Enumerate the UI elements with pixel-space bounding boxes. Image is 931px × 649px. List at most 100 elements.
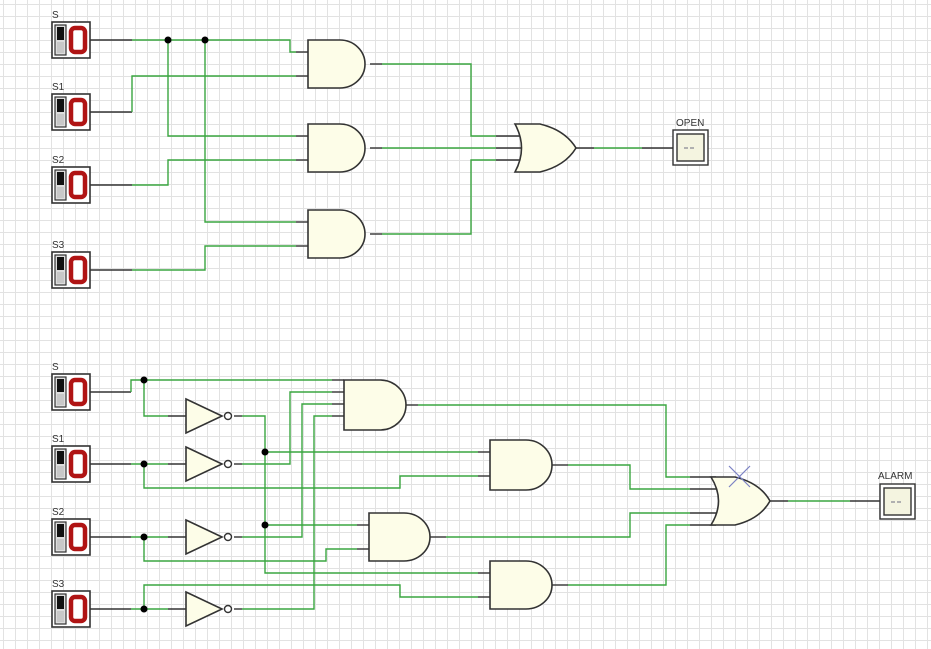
wire[interactable]	[143, 537, 357, 562]
switch-label: S	[52, 10, 59, 21]
wire[interactable]	[568, 524, 690, 586]
switch-label: S2	[52, 155, 65, 166]
and-gate-4-input[interactable]	[343, 379, 407, 431]
toggle-off	[57, 42, 64, 53]
wire[interactable]	[418, 404, 690, 478]
wire[interactable]	[143, 464, 478, 489]
not-gate-body	[185, 397, 224, 435]
not-gate-body	[185, 518, 224, 556]
switch-value-digit-0	[68, 25, 88, 55]
junction-dot	[261, 521, 269, 529]
and-gate[interactable]	[307, 123, 366, 173]
junction-dot	[140, 376, 148, 384]
wire[interactable]	[242, 391, 332, 465]
and-gate[interactable]	[368, 512, 431, 562]
toggle-handle[interactable]	[57, 27, 64, 40]
or-gate-4-input[interactable]	[709, 476, 771, 526]
open-circuit: OPEN	[90, 36, 709, 271]
switch-label: S1	[52, 434, 65, 445]
toggle-off	[57, 272, 64, 283]
switch-value-digit-0	[68, 522, 88, 552]
not-gate[interactable]	[185, 445, 233, 483]
wire[interactable]	[167, 40, 296, 137]
wire[interactable]	[131, 75, 296, 112]
lamp-segment	[891, 501, 895, 503]
wire[interactable]	[568, 464, 690, 490]
junction-dot	[164, 36, 172, 44]
not-gate[interactable]	[185, 518, 233, 556]
toggle-handle[interactable]	[57, 379, 64, 392]
switch-label: S3	[52, 579, 65, 590]
wire[interactable]	[242, 415, 478, 574]
switch-value-digit-0	[68, 170, 88, 200]
toggle-handle[interactable]	[57, 524, 64, 537]
output-alarm[interactable]: ALARM	[878, 471, 916, 520]
not-bubble	[223, 532, 233, 542]
wire[interactable]	[204, 40, 296, 223]
junction-dot	[140, 605, 148, 613]
junction-dot	[140, 533, 148, 541]
not-gate-body	[185, 590, 224, 628]
and-gate[interactable]	[489, 439, 553, 491]
output-open[interactable]: OPEN	[672, 118, 709, 166]
switch-value-digit-0	[68, 377, 88, 407]
alarm-circuit: ALARM	[90, 376, 916, 628]
toggle-handle[interactable]	[57, 99, 64, 112]
wire[interactable]	[143, 380, 168, 417]
not-gate[interactable]	[185, 397, 233, 435]
input-switch-s1[interactable]: S1	[51, 434, 91, 483]
input-switch-s3[interactable]: S3	[51, 240, 91, 289]
wire[interactable]	[242, 403, 332, 538]
switch-label: S	[52, 362, 59, 373]
output-label: OPEN	[676, 118, 704, 129]
input-switch-s[interactable]: S	[51, 362, 91, 411]
toggle-handle[interactable]	[57, 596, 64, 609]
output-label: ALARM	[878, 471, 912, 482]
toggle-off	[57, 187, 64, 198]
switch-value-digit-0	[68, 255, 88, 285]
wire[interactable]	[382, 159, 496, 235]
not-gate[interactable]	[185, 590, 233, 628]
wire[interactable]	[132, 159, 296, 186]
not-bubble	[223, 459, 233, 469]
switch-value-digit-0	[68, 97, 88, 127]
wires-bottom	[90, 376, 880, 613]
wire[interactable]	[242, 415, 332, 610]
input-switch-s1[interactable]: S1	[51, 82, 91, 131]
not-bubble	[223, 604, 233, 614]
switch-label: S2	[52, 507, 65, 518]
toggle-off	[57, 394, 64, 405]
input-switch-s[interactable]: S	[51, 10, 91, 59]
not-gate-body	[185, 445, 224, 483]
lamp-segment	[684, 147, 688, 149]
toggle-handle[interactable]	[57, 257, 64, 270]
wire[interactable]	[132, 39, 296, 53]
wire[interactable]	[382, 63, 496, 137]
input-switch-s2[interactable]: S2	[51, 507, 91, 556]
input-switch-s2[interactable]: S2	[51, 155, 91, 204]
junction-dot	[261, 448, 269, 456]
toggle-off	[57, 611, 64, 622]
toggle-off	[57, 539, 64, 550]
toggle-handle[interactable]	[57, 172, 64, 185]
wire[interactable]	[143, 584, 478, 609]
wire[interactable]	[132, 245, 296, 271]
wire[interactable]	[446, 512, 690, 538]
toggle-off	[57, 114, 64, 125]
cross-marker-icon	[728, 465, 751, 488]
toggle-handle[interactable]	[57, 451, 64, 464]
lamp-segment	[897, 501, 901, 503]
or-gate[interactable]	[513, 123, 577, 173]
wire[interactable]	[130, 379, 332, 392]
junction-dot	[201, 36, 209, 44]
not-bubble	[223, 411, 233, 421]
input-switch-s3[interactable]: S3	[51, 579, 91, 628]
and-gate[interactable]	[489, 560, 553, 610]
switch-label: S3	[52, 240, 65, 251]
switch-label: S1	[52, 82, 65, 93]
and-gate[interactable]	[307, 209, 366, 259]
switch-value-digit-0	[68, 449, 88, 479]
and-gate[interactable]	[307, 39, 366, 89]
